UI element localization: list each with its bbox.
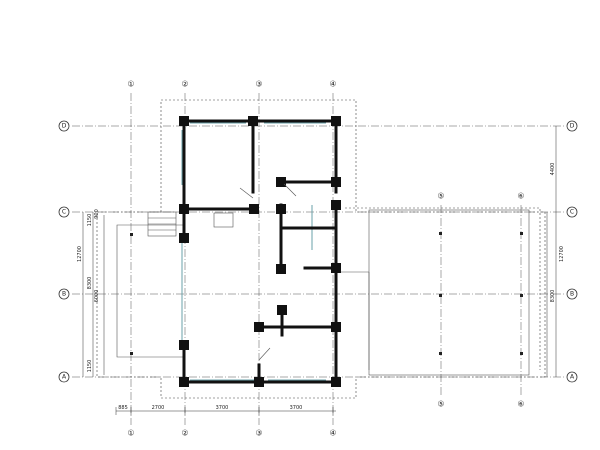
axis-B-right: B [570,291,574,298]
axis-bubbles-right: D C B A [566,120,578,383]
dim-right-inner-t: 8300 [550,290,556,303]
dim-right-outer-t: 12700 [559,246,565,262]
post-4 [520,232,523,235]
post-7 [439,352,442,355]
corner-13 [254,322,264,332]
axis-6-bottom: ⑥ [517,400,524,409]
axis-bubbles-bottom: ① ② ③ ④ [127,429,336,438]
axis-C-left: C [62,209,66,216]
doors [239,183,297,361]
walls [182,119,338,384]
small-room [213,212,234,228]
posts [130,232,523,355]
axis-1-bottom: ① [127,429,134,438]
corner-17 [331,377,341,387]
corner-2 [248,116,258,126]
bubble-B-left [58,288,70,300]
corner-15 [179,377,189,387]
corner-16 [254,377,264,387]
dim-left-mid-t: 8300 [87,277,93,290]
axis-5-top: ⑤ [437,192,444,201]
axis-A-left: A [62,374,67,381]
corner-6 [276,177,286,187]
terrace-outline [103,209,530,376]
corner-9 [276,204,286,214]
axis-2-bottom: ② [181,429,188,438]
axis-3-top: ③ [255,80,262,89]
dim-left-small-t: 900 [94,209,100,219]
axis-D-right: D [570,123,575,130]
dim-bottom-3: 3700 [216,405,229,411]
axis-bubbles-mid: ⑤ ⑥ ⑤ ⑥ [437,192,524,409]
bubble-D-left [58,120,70,132]
corner-19 [179,233,189,243]
axis-bubbles-top: ① ② ③ ④ [127,80,336,89]
bubble-D-right [566,120,578,132]
door-3 [258,347,271,361]
axis-3-bottom: ③ [255,429,262,438]
post-2 [130,352,133,355]
axis-2-top: ② [181,80,188,89]
corner-3 [331,116,341,126]
axis-4-bottom: ④ [329,429,336,438]
door-1 [239,187,254,199]
axis-A-right: A [570,374,575,381]
dim-bottom-4: 3700 [290,405,303,411]
corner-10 [276,264,286,274]
corner-1 [179,116,189,126]
axis-bubbles-left: D C B A [58,120,70,383]
corner-11 [331,263,341,273]
dimension-texts: 885 2700 3700 3700 12700 1150 8300 6000 … [77,163,565,411]
dim-left-outer-t: 12700 [77,246,83,262]
axis-1-top: ① [127,80,134,89]
post-5 [439,294,442,297]
axis-5-bottom: ⑤ [437,400,444,409]
dim-left-bottom-t: 1150 [87,360,93,373]
wall-corners [179,116,341,387]
bubble-C-left [58,206,70,218]
post-3 [439,232,442,235]
corner-4 [179,204,189,214]
corner-18 [179,340,189,350]
dim-left-mid2-t: 6000 [94,290,100,303]
terrace-left [116,224,185,358]
corner-12 [331,322,341,332]
axis-6-top: ⑥ [517,192,524,201]
corner-5 [249,204,259,214]
outer-wall [182,119,338,384]
dim-left-top-t: 1150 [87,214,93,227]
post-1 [130,233,133,236]
roof-outline [96,99,546,399]
roof-outline-inner [345,207,541,370]
axis-4-top: ④ [329,80,336,89]
bubble-A-right [566,371,578,383]
corner-7 [331,177,341,187]
bubble-A-left [58,371,70,383]
axis-B-left: B [62,291,66,298]
corner-8 [331,200,341,210]
dimension-lines [82,126,557,415]
dim-bottom-2: 2700 [152,405,165,411]
axis-D-left: D [62,123,67,130]
axis-C-right: C [570,209,574,216]
dim-bottom-1: 885 [118,405,128,411]
dim-right-upper-t: 4400 [550,163,556,176]
post-8 [520,352,523,355]
post-6 [520,294,523,297]
bubble-B-right [566,288,578,300]
right-wing-outline [368,209,530,376]
stair [147,211,177,237]
corner-14 [277,305,287,315]
door-2 [283,183,297,197]
bubble-C-right [566,206,578,218]
